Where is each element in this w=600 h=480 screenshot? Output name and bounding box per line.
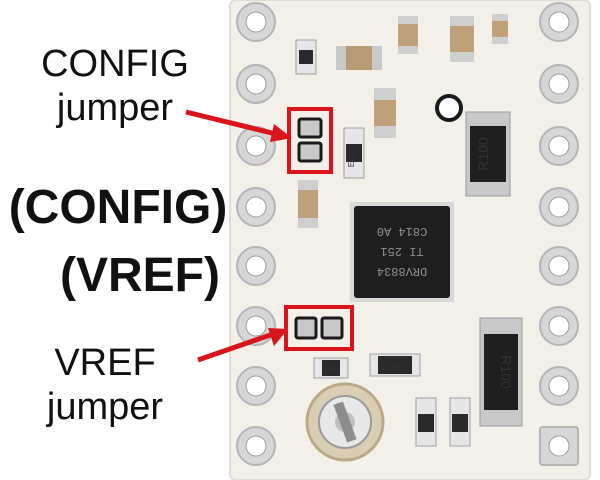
- pin-hole: [539, 306, 579, 346]
- pin-hole: [236, 426, 276, 466]
- arrow-icon: [197, 328, 288, 363]
- pin-hole: [236, 246, 276, 286]
- config-jumper-box: [287, 107, 333, 174]
- config-jumper-label-line1: CONFIG: [41, 43, 189, 85]
- arrow-icon: [185, 109, 292, 142]
- capacitor-icon: [492, 14, 508, 44]
- capacitor-icon: [374, 88, 396, 138]
- capacitor-icon: [336, 46, 382, 70]
- pin-hole: [236, 64, 276, 104]
- vref-jumper-label-line2: jumper: [46, 386, 164, 428]
- resistor-marking: R100: [475, 137, 491, 171]
- potentiometer-icon: [305, 382, 385, 462]
- pin-hole: [236, 126, 276, 166]
- right-pin-header: [539, 2, 579, 466]
- vref-jumper-box: [284, 305, 354, 351]
- config-jumper-label-line2: jumper: [56, 87, 174, 129]
- pin-hole: [539, 126, 579, 166]
- chip-text-line: TI 251: [380, 244, 423, 258]
- pin-hole-square: [539, 426, 579, 466]
- ic-chip: DRV8834 TI 251 C814 A0: [350, 202, 454, 302]
- pin-hole: [236, 187, 276, 227]
- pin-hole: [236, 366, 276, 406]
- pin-hole: [539, 246, 579, 286]
- component-small: 18B: [313, 357, 349, 379]
- capacitor-icon: [450, 16, 474, 62]
- pcb-shadow: [229, 0, 591, 480]
- component-small: [298, 180, 318, 228]
- left-pin-header: [236, 2, 276, 466]
- pin-vref-label: (VREF): [60, 249, 220, 302]
- vref-jumper-label-line1: VREF: [54, 342, 156, 384]
- resistor-marking: R100: [498, 355, 514, 389]
- component-small-top: [295, 39, 317, 75]
- resistor-icon: R100: [465, 111, 511, 197]
- component-small: [415, 397, 437, 447]
- capacitor-icon: [398, 16, 418, 54]
- chip-text-line: DRV8834: [377, 264, 427, 278]
- chip-text-line: C814 A0: [377, 224, 427, 238]
- pin-hole: [539, 64, 579, 104]
- component-marking: 10C: [387, 361, 404, 371]
- pin-config-label: (CONFIG): [8, 181, 228, 234]
- resistor-icon: R100: [479, 317, 523, 427]
- component-marking: 18B: [323, 365, 339, 375]
- pin-hole: [236, 2, 276, 42]
- mounting-hole: [435, 94, 463, 122]
- component-small: ELh: [343, 127, 365, 179]
- component-small: [449, 397, 471, 447]
- pin-hole: [539, 187, 579, 227]
- pin-hole: [539, 366, 579, 406]
- component-small: 10C: [369, 353, 421, 377]
- component-marking: ELh: [347, 153, 356, 167]
- pin-hole: [539, 2, 579, 42]
